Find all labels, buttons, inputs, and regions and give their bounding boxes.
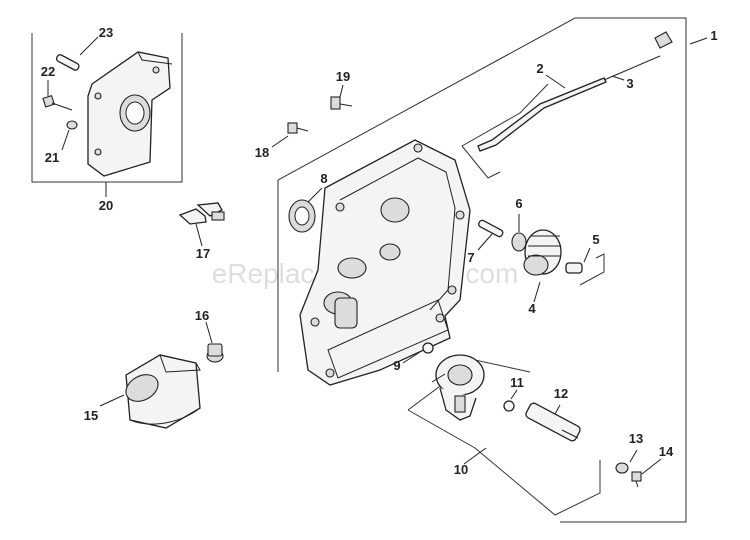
- part-23-pin: [55, 54, 80, 71]
- part-10-oil-pump: [431, 354, 485, 421]
- callout-15: 15: [84, 408, 98, 423]
- callout-23: 23: [99, 25, 113, 40]
- callout-16: 16: [195, 308, 209, 323]
- callout-9: 9: [393, 358, 400, 373]
- part-20-plate: [87, 51, 173, 177]
- callout-22: 22: [41, 64, 55, 79]
- callout-17: 17: [196, 246, 210, 261]
- group-box-dipstick: [461, 83, 549, 179]
- callout-3: 3: [626, 76, 633, 91]
- part-6-washer: [511, 232, 527, 252]
- part-8-oil-seal: [288, 199, 316, 233]
- part-21-washer: [66, 120, 78, 130]
- group-box-20: [31, 33, 183, 183]
- part-9-ball: [422, 342, 434, 354]
- part-19-screw: [330, 96, 353, 110]
- callout-20: 20: [99, 198, 113, 213]
- part-closure-plate: [299, 139, 471, 386]
- part-7-shaft: [478, 219, 504, 238]
- callout-6: 6: [515, 196, 522, 211]
- callout-18: 18: [255, 145, 269, 160]
- callout-8: 8: [320, 171, 327, 186]
- callout-14: 14: [659, 444, 674, 459]
- part-15-oil-filter: [125, 354, 201, 429]
- group-box-main-cover: [277, 17, 687, 523]
- part-12-pump-shaft: [525, 402, 581, 442]
- part-18-screw: [287, 122, 309, 134]
- leader-lines: [47, 36, 708, 475]
- part-11-ball: [503, 400, 515, 412]
- callout-1: 1: [710, 28, 717, 43]
- callout-12: 12: [554, 386, 568, 401]
- callout-13: 13: [629, 431, 643, 446]
- callout-11: 11: [510, 375, 524, 390]
- part-5-pin: [565, 262, 583, 274]
- callout-10: 10: [454, 462, 468, 477]
- callout-7: 7: [467, 250, 474, 265]
- part-13-washer: [615, 462, 629, 474]
- part-22-bolt: [42, 94, 73, 111]
- callout-5: 5: [592, 232, 599, 247]
- part-16-plug: [206, 343, 224, 363]
- callout-21: 21: [45, 150, 59, 165]
- callout-4: 4: [528, 301, 536, 316]
- part-17-elbow: [178, 202, 225, 225]
- callouts: 1 2 3 4 5 6 7 8 9 10 11 12 13 14 15 16 1…: [41, 25, 718, 477]
- callout-2: 2: [536, 61, 543, 76]
- part-14-screw: [631, 471, 642, 488]
- group-box-5: [579, 253, 605, 286]
- part-2-dipstick-tube: [477, 77, 607, 152]
- part-3-dipstick: [603, 31, 673, 81]
- callout-19: 19: [336, 69, 350, 84]
- part-4-gear: [523, 229, 562, 276]
